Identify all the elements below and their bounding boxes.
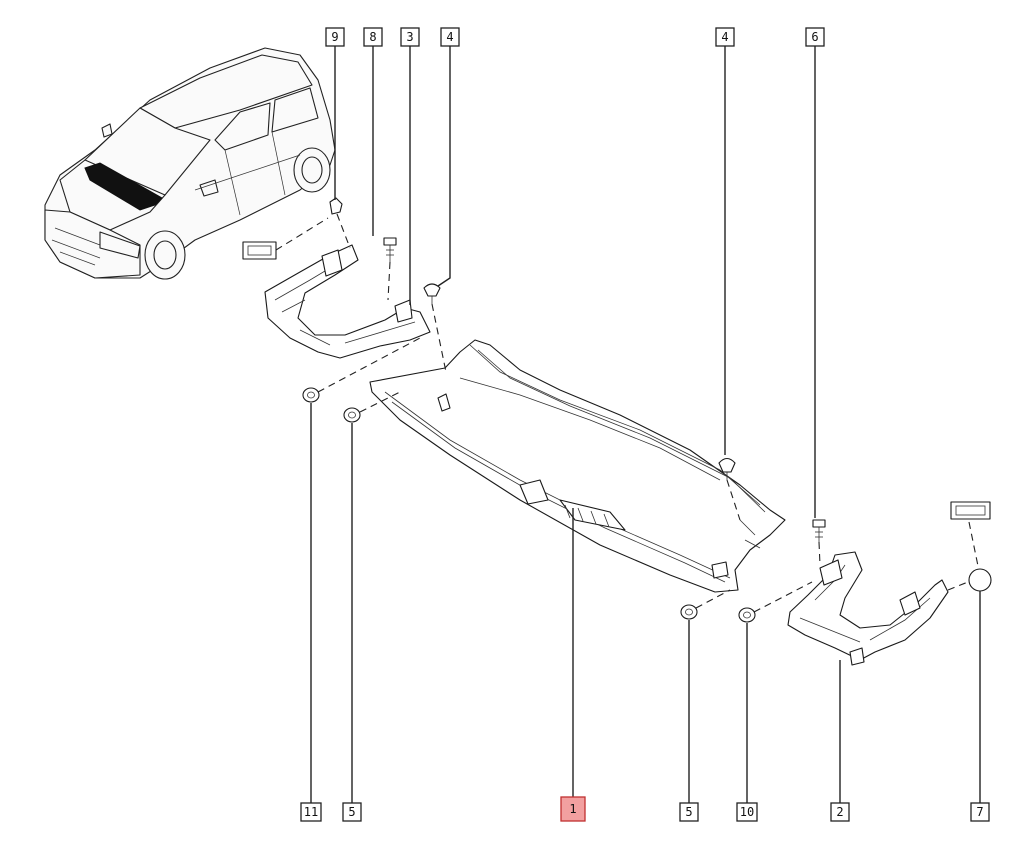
- callout-6[interactable]: 6: [805, 27, 825, 47]
- callout-label: 11: [304, 805, 318, 819]
- callout-label: 2: [836, 805, 843, 819]
- callout-2[interactable]: 2: [830, 802, 850, 822]
- callout-label: 7: [976, 805, 983, 819]
- callout-label: 8: [369, 30, 376, 44]
- callout-5-left[interactable]: 5: [342, 802, 362, 822]
- callout-label: 5: [348, 805, 355, 819]
- right-bracket: [787, 551, 949, 666]
- callout-4-left[interactable]: 4: [440, 27, 460, 47]
- callout-label: 4: [446, 30, 453, 44]
- callout-label: 1: [569, 802, 576, 816]
- leader-lines: [310, 46, 981, 803]
- callout-8[interactable]: 8: [363, 27, 383, 47]
- callout-label: 9: [331, 30, 338, 44]
- left-bracket: [264, 244, 431, 359]
- callout-label: 3: [406, 30, 413, 44]
- callout-label: 10: [740, 805, 754, 819]
- car-illustration: [44, 47, 336, 280]
- callout-label: 5: [685, 805, 692, 819]
- callout-3[interactable]: 3: [400, 27, 420, 47]
- assembly-lines: [275, 213, 979, 613]
- callout-label: 6: [811, 30, 818, 44]
- callout-9[interactable]: 9: [325, 27, 345, 47]
- left-fasteners: [242, 197, 441, 423]
- callout-11[interactable]: 11: [300, 802, 322, 822]
- cowl-panel: [369, 339, 786, 593]
- callout-1[interactable]: 1: [560, 796, 586, 822]
- callout-7[interactable]: 7: [970, 802, 990, 822]
- callout-10[interactable]: 10: [736, 802, 758, 822]
- callout-5-right[interactable]: 5: [679, 802, 699, 822]
- callout-4-right[interactable]: 4: [715, 27, 735, 47]
- callout-label: 4: [721, 30, 728, 44]
